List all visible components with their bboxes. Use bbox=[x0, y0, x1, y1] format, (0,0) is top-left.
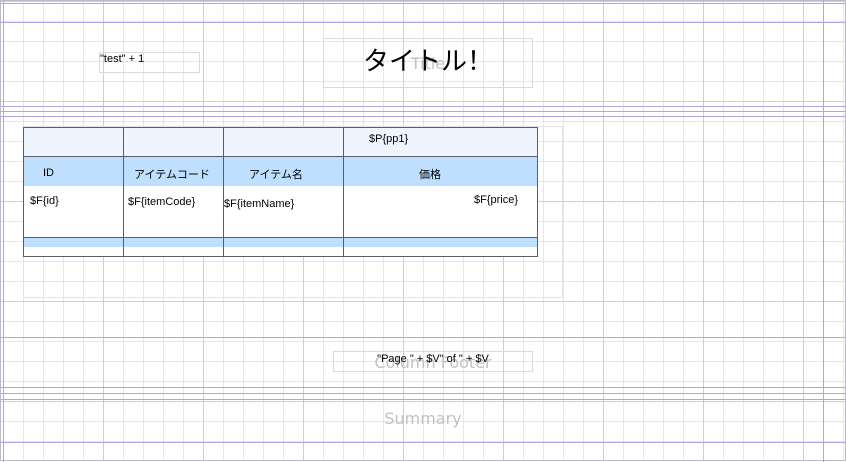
table-column-header-row bbox=[23, 156, 538, 187]
column-divider bbox=[223, 237, 224, 257]
column-header-price[interactable]: 価格 bbox=[343, 156, 538, 187]
summary-band-label: Summary bbox=[384, 409, 462, 428]
title-band-label: Title bbox=[410, 54, 446, 73]
band-guide-line bbox=[1, 116, 846, 117]
column-header-id[interactable]: ID bbox=[43, 167, 54, 179]
column-divider bbox=[343, 237, 344, 257]
column-divider bbox=[123, 127, 124, 157]
title-static-text[interactable]: Title タイトル！ bbox=[323, 38, 533, 88]
band-guide-line bbox=[1, 337, 846, 338]
table-footer-row bbox=[23, 247, 538, 257]
column-divider bbox=[223, 127, 224, 157]
band-guide-line bbox=[1, 393, 846, 394]
header-group-cell-pp1[interactable]: $P{pp1} bbox=[343, 127, 538, 157]
title-text: タイトル！ bbox=[362, 47, 493, 77]
band-guide-line bbox=[1, 3, 846, 4]
page-number-text-field[interactable]: "Page " + $V" of " + $V bbox=[333, 351, 533, 372]
table-header-group-row bbox=[23, 127, 538, 157]
margin-guide-line bbox=[823, 1, 824, 462]
column-header-item-name[interactable]: アイテム名 bbox=[223, 156, 343, 187]
band-guide-line bbox=[1, 442, 846, 443]
detail-field-id[interactable]: $F{id} bbox=[30, 195, 59, 207]
band-guide-line bbox=[1, 106, 846, 107]
column-header-item-code[interactable]: アイテムコード bbox=[123, 156, 223, 187]
band-guide-line bbox=[1, 111, 846, 112]
band-guide-line bbox=[1, 387, 846, 388]
column-footer-band-label: Column Footer bbox=[374, 353, 492, 372]
detail-field-item-name[interactable]: $F{itemName} bbox=[223, 186, 343, 238]
margin-guide-line bbox=[3, 1, 4, 462]
band-guide-line bbox=[1, 399, 846, 400]
expression-text-field[interactable]: "test" + 1 bbox=[99, 52, 200, 73]
detail-field-item-code[interactable]: $F{itemCode} bbox=[123, 186, 223, 238]
detail-field-price[interactable]: $F{price} bbox=[343, 186, 538, 238]
table-detail-row bbox=[23, 186, 538, 238]
column-divider bbox=[123, 237, 124, 257]
band-guide-line bbox=[1, 22, 846, 23]
